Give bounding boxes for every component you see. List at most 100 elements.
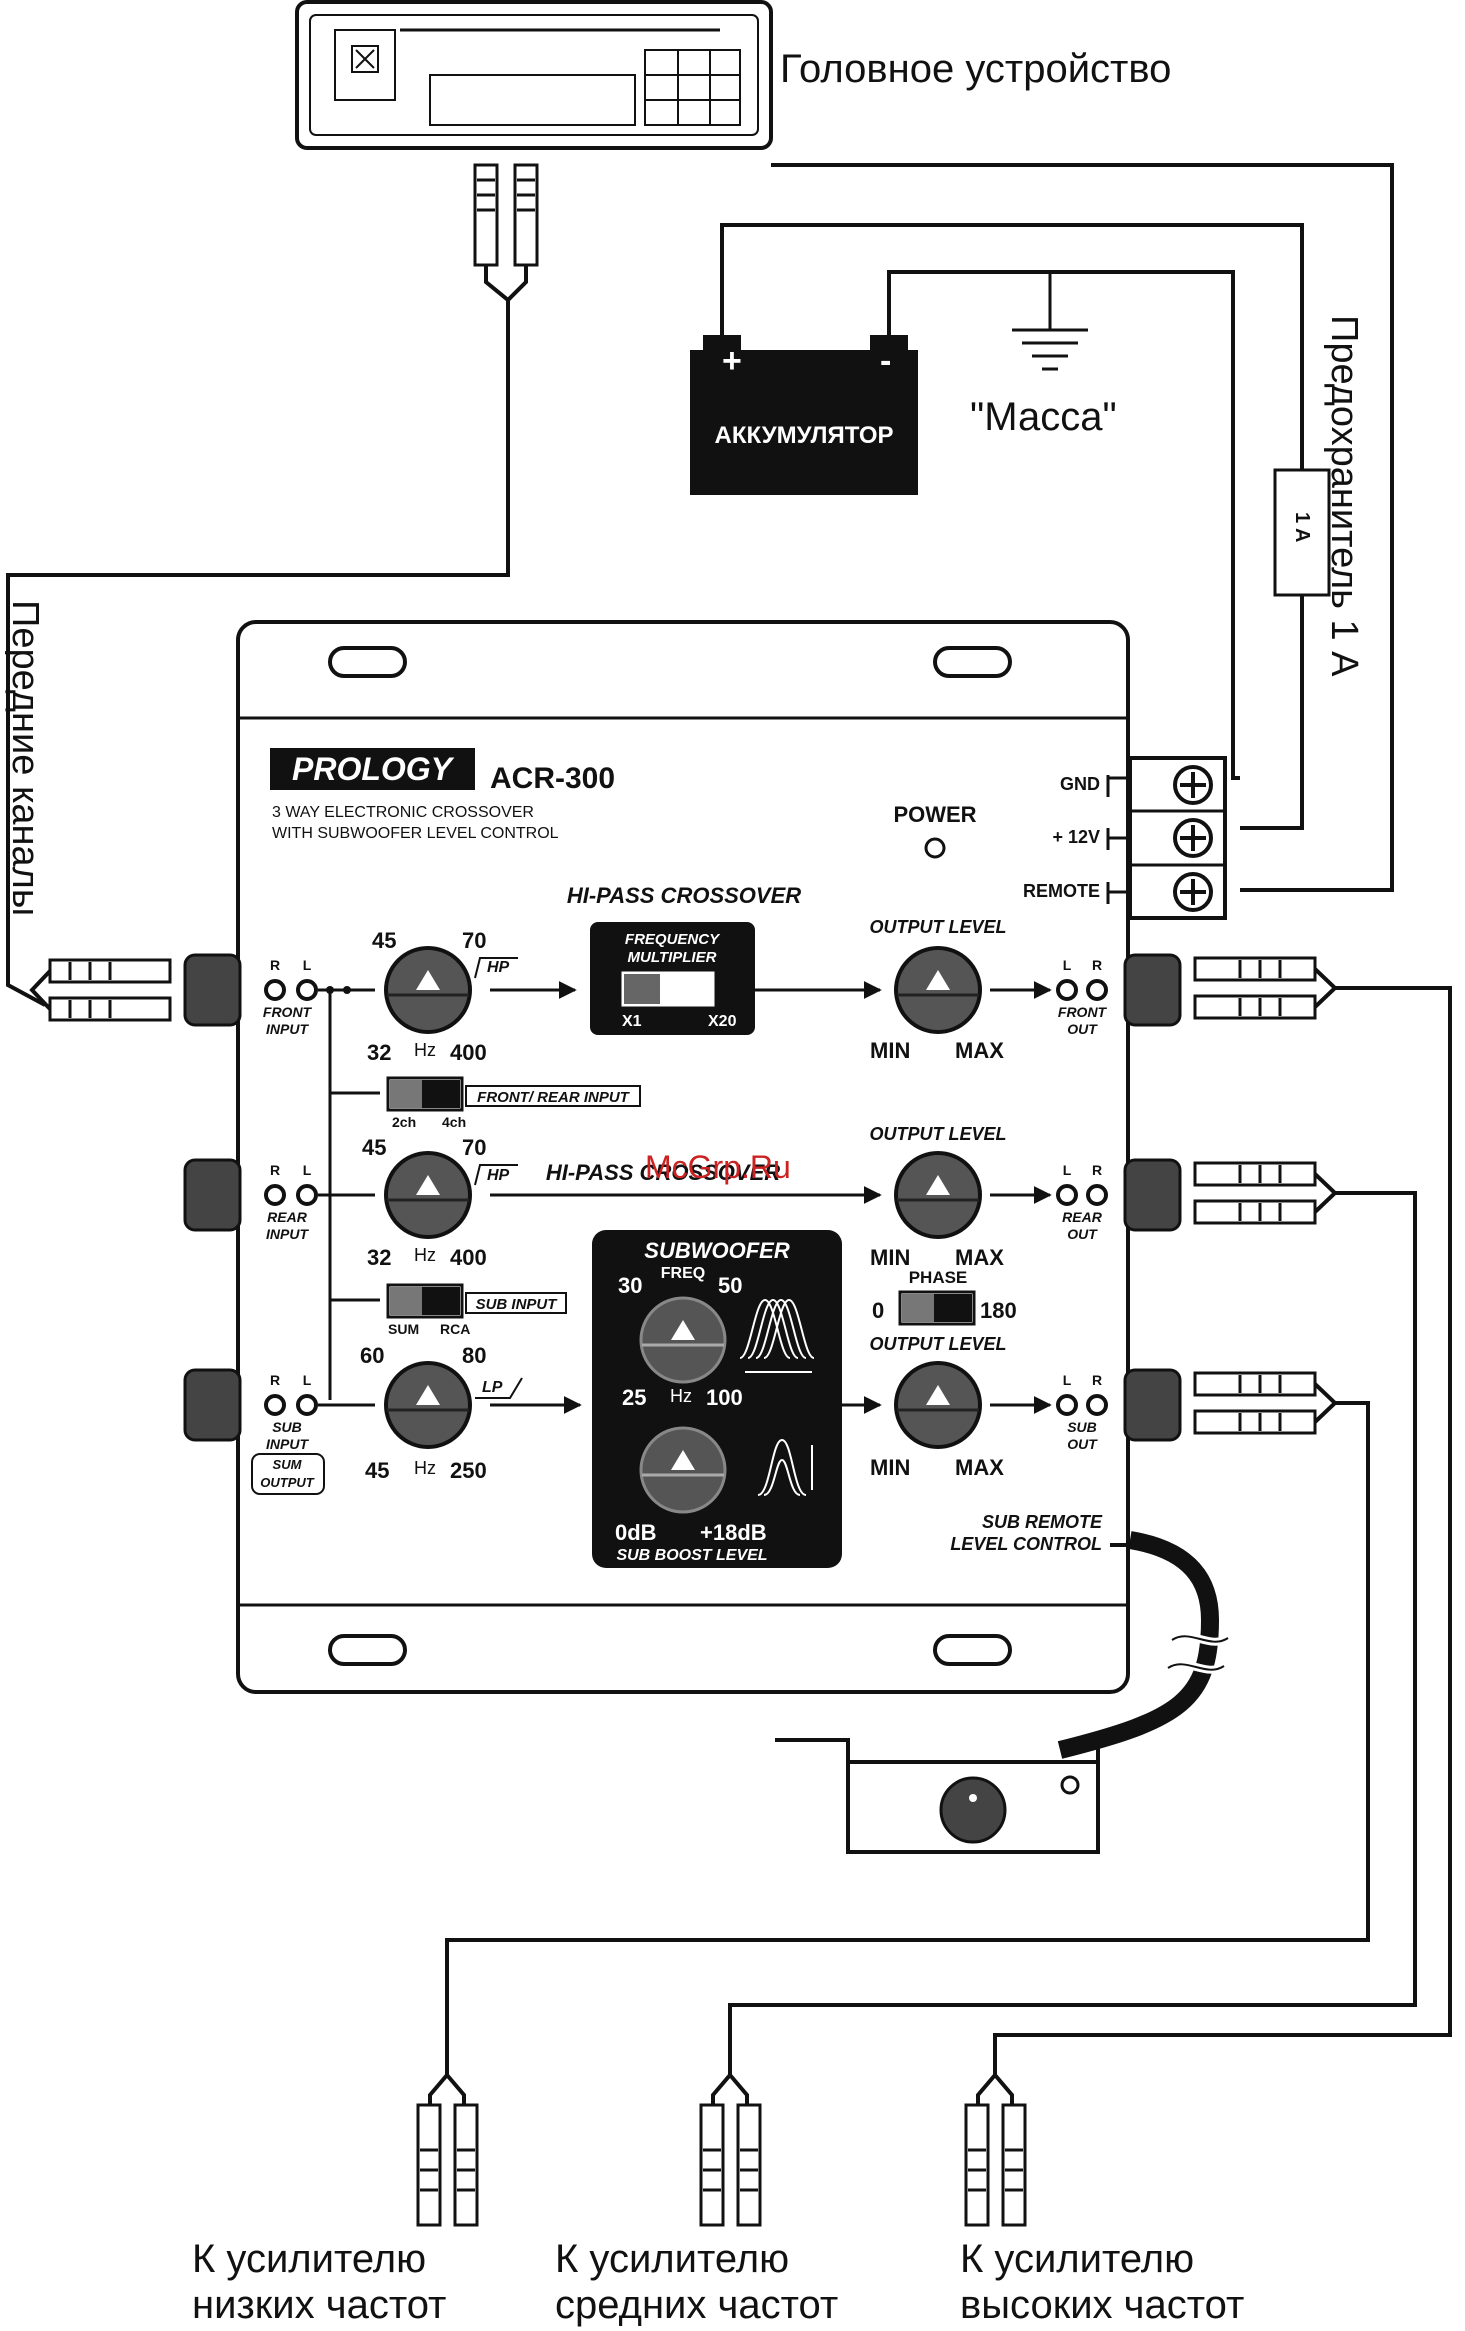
- freq-mult-x20: X20: [708, 1013, 737, 1030]
- rear-out-2: OUT: [1067, 1226, 1098, 1242]
- front-l: L: [303, 957, 312, 973]
- device-desc-2: WITH SUBWOOFER LEVEL CONTROL: [272, 825, 559, 842]
- battery-plus: +: [722, 342, 742, 380]
- sub-remote-knob[interactable]: [939, 1776, 1007, 1844]
- subwoofer-title: SUBWOOFER: [644, 1238, 790, 1263]
- sub-remote-controller: [775, 1738, 1122, 1854]
- rear-min: MIN: [870, 1245, 910, 1270]
- terminal-block: [1128, 756, 1227, 920]
- amp-low-1: К усилителю: [192, 2237, 426, 2281]
- phase-0: 0: [872, 1298, 884, 1323]
- freq-mult-x1: X1: [622, 1013, 642, 1030]
- sum-output-1: SUM: [273, 1457, 303, 1472]
- sub-out-2: OUT: [1067, 1436, 1098, 1452]
- sub-out-r: R: [1092, 1372, 1102, 1388]
- amp-low-2: низких частот: [192, 2283, 446, 2327]
- sub-row: R L SUB INPUT SUM OUTPUT 60 80 45 Hz 250…: [251, 1230, 1108, 1568]
- rear-l: L: [303, 1162, 312, 1178]
- sub-boost-label: SUB BOOST LEVEL: [616, 1547, 767, 1564]
- rear-output-level: OUTPUT LEVEL: [869, 1124, 1006, 1144]
- brand-badge: [270, 748, 475, 790]
- front-r: R: [270, 957, 280, 973]
- front-hipass-title: HI-PASS CROSSOVER: [567, 883, 801, 908]
- front-hp-400: 400: [450, 1040, 487, 1065]
- sub-out-1: SUB: [1067, 1419, 1097, 1435]
- front-rear-input-label: FRONT/ REAR INPUT: [477, 1089, 631, 1106]
- front-out-l: L: [1063, 957, 1072, 973]
- fuse-label: Предохранитель 1 А: [1323, 315, 1365, 677]
- front-hp-45: 45: [372, 928, 396, 953]
- rear-out-r: R: [1092, 1162, 1102, 1178]
- phase-label: PHASE: [909, 1268, 968, 1287]
- front-max: MAX: [955, 1038, 1004, 1063]
- head-unit-label: Головное устройство: [780, 47, 1171, 91]
- watermark: McGrp.Ru: [645, 1149, 791, 1185]
- front-out-1: FRONT: [1058, 1004, 1108, 1020]
- sub-freq-hz: Hz: [670, 1386, 692, 1406]
- sub-remote-1: SUB REMOTE: [982, 1512, 1103, 1532]
- sub-freq-25: 25: [622, 1385, 646, 1410]
- sub-remote-2: LEVEL CONTROL: [950, 1534, 1102, 1554]
- ground-label: "Масса": [970, 395, 1117, 439]
- amp-cables: [416, 2060, 1027, 2227]
- switch-4ch: 4ch: [442, 1114, 466, 1130]
- device-desc-1: 3 WAY ELECTRONIC CROSSOVER: [272, 804, 534, 821]
- sub-freq-30: 30: [618, 1273, 642, 1298]
- freq-mult-2: MULTIPLIER: [628, 949, 717, 966]
- output-cables: [1193, 956, 1317, 1435]
- sub-lp-hz: Hz: [414, 1458, 436, 1478]
- sub-out-l: L: [1063, 1372, 1072, 1388]
- front-hp-tag: HP: [487, 959, 510, 976]
- rear-hp-70: 70: [462, 1135, 486, 1160]
- sub-lp-tag: LP: [482, 1379, 503, 1396]
- ground-symbol: [1012, 272, 1088, 371]
- sub-max: MAX: [955, 1455, 1004, 1480]
- sub-freq-50: 50: [718, 1273, 742, 1298]
- remote-label: REMOTE: [1023, 881, 1100, 901]
- freq-curves-icon: [739, 1298, 815, 1373]
- rear-hipass-title: HI-PASS CROSSOVER: [546, 1160, 780, 1185]
- front-out-r: R: [1092, 957, 1102, 973]
- rear-out-l: L: [1063, 1162, 1072, 1178]
- sub-boost-0db: 0dB: [615, 1520, 657, 1545]
- amp-high-2: высоких частот: [960, 2283, 1244, 2327]
- front-hp-32: 32: [367, 1040, 391, 1065]
- rear-max: MAX: [955, 1245, 1004, 1270]
- sub-lp-80: 80: [462, 1343, 486, 1368]
- amp-mid-1: К усилителю: [555, 2237, 789, 2281]
- rear-row: R L REAR INPUT 45 70 32 Hz 400 HP HI-PAS…: [264, 1124, 1108, 1270]
- front-channels-label: Передние каналы: [4, 600, 46, 916]
- sum-output-2: OUTPUT: [260, 1475, 315, 1490]
- rear-hp-tag: HP: [487, 1167, 510, 1184]
- sub-input-label: SUB INPUT: [476, 1296, 559, 1313]
- input-jacks: [183, 953, 1182, 1442]
- sub-output-level: OUTPUT LEVEL: [869, 1334, 1006, 1354]
- rear-out-1: REAR: [1062, 1209, 1103, 1225]
- rear-input-1: REAR: [267, 1209, 308, 1225]
- model-name: ACR-300: [490, 762, 615, 795]
- amp-high-1: К усилителю: [960, 2237, 1194, 2281]
- front-input-1: FRONT: [263, 1004, 313, 1020]
- v12-label: + 12V: [1052, 827, 1100, 847]
- sub-lp-60: 60: [360, 1343, 384, 1368]
- amp-mid-2: средних частот: [555, 2283, 838, 2327]
- rear-input-2: INPUT: [266, 1226, 309, 1242]
- sub-min: MIN: [870, 1455, 910, 1480]
- switch-sum: SUM: [388, 1321, 419, 1337]
- switch-rca: RCA: [440, 1321, 470, 1337]
- front-hp-hz: Hz: [414, 1040, 436, 1060]
- power-label: POWER: [893, 802, 976, 827]
- power-led: [924, 837, 946, 859]
- head-unit-rca-plugs: [473, 163, 539, 267]
- battery: + - АККУМУЛЯТОР: [690, 335, 918, 495]
- phase-180: 180: [980, 1298, 1017, 1323]
- front-min: MIN: [870, 1038, 910, 1063]
- sub-input-1: SUB: [272, 1419, 302, 1435]
- head-unit: Головное устройство: [295, 0, 1171, 150]
- rear-hp-45: 45: [362, 1135, 386, 1160]
- sub-lp-250: 250: [450, 1458, 487, 1483]
- front-row: R L FRONT INPUT 45 70 32 Hz 400 HP HI-PA…: [263, 883, 1108, 1065]
- sub-boost-18db: +18dB: [700, 1520, 767, 1545]
- battery-minus: -: [880, 342, 891, 380]
